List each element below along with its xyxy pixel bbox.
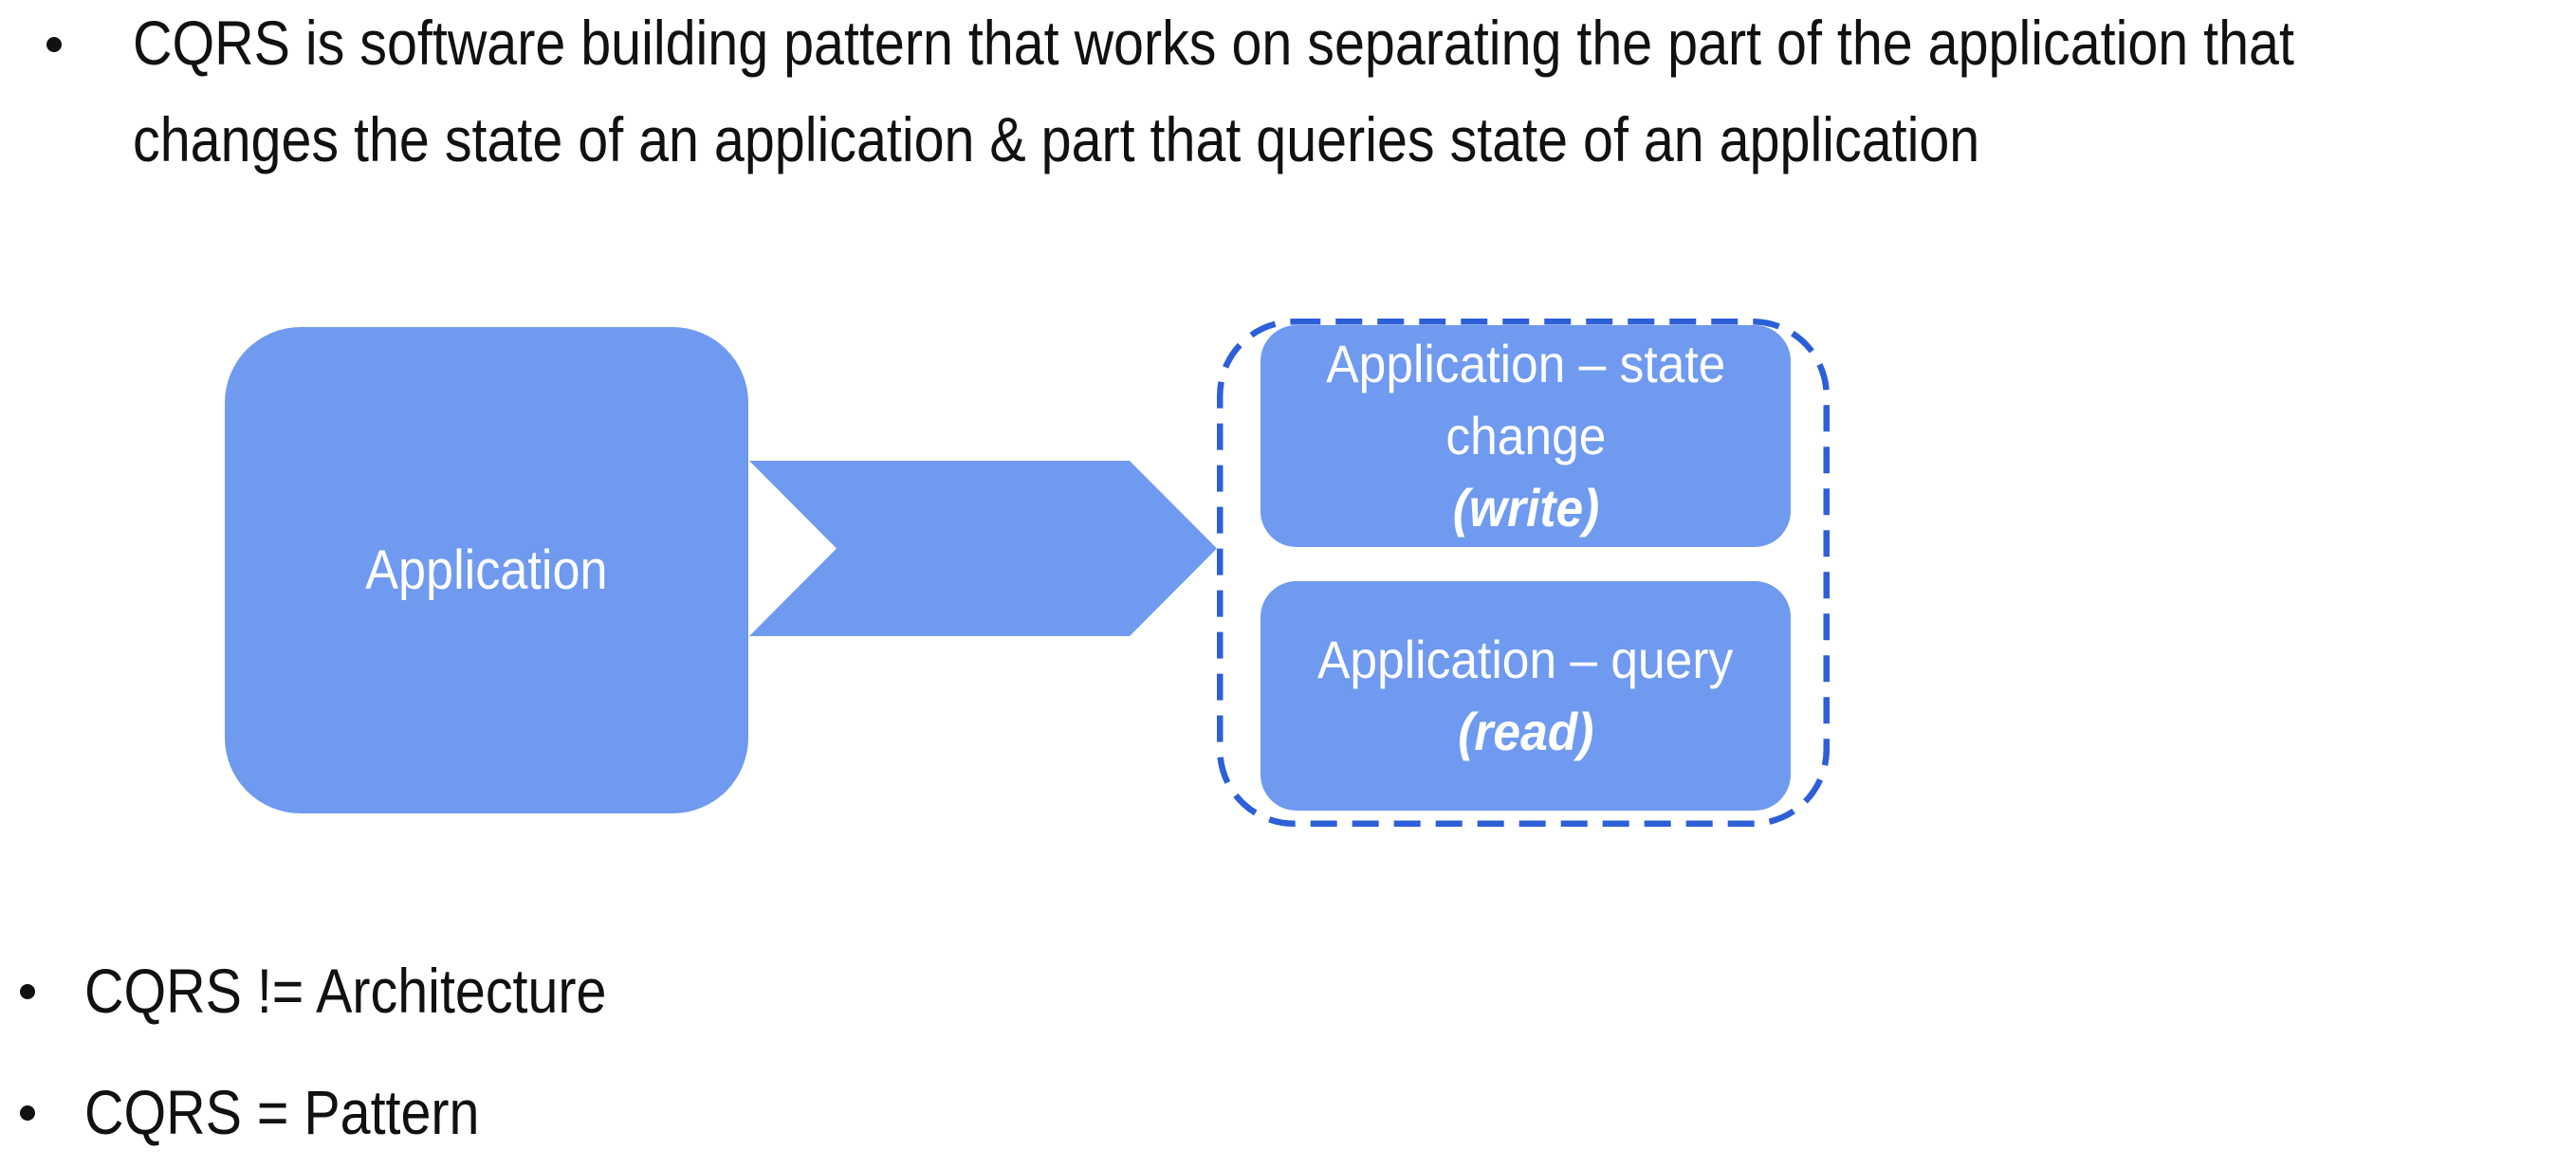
bullet-architecture: CQRS != Architecture (84, 956, 607, 1026)
bullet-icon (46, 37, 62, 52)
dashed-border-shape (1217, 319, 1830, 827)
state-change-box: Application – state change (write) (1260, 325, 1791, 547)
query-box: Application – query (read) (1260, 581, 1791, 811)
bullet-icon (20, 1105, 35, 1121)
intro-line-1: CQRS is software building pattern that w… (133, 8, 2294, 78)
state-change-line-2: change (1444, 406, 1607, 465)
cqrs-group-border (1217, 319, 1830, 827)
state-change-line-1: Application – state (1325, 334, 1726, 393)
query-emphasis: (read) (1457, 702, 1594, 761)
right-arrow-shape (749, 461, 1217, 636)
bullet-pattern: CQRS = Pattern (84, 1077, 480, 1147)
intro-bullet-text: CQRS is software building pattern that w… (133, 0, 2294, 188)
bullet-icon (20, 984, 35, 999)
application-box: Application (225, 327, 748, 813)
query-line-1: Application – query (1317, 630, 1734, 689)
state-change-emphasis: (write) (1452, 478, 1599, 538)
intro-line-2: changes the state of an application & pa… (133, 104, 1980, 174)
right-arrow-icon (749, 461, 1217, 636)
application-box-label: Application (365, 538, 608, 601)
